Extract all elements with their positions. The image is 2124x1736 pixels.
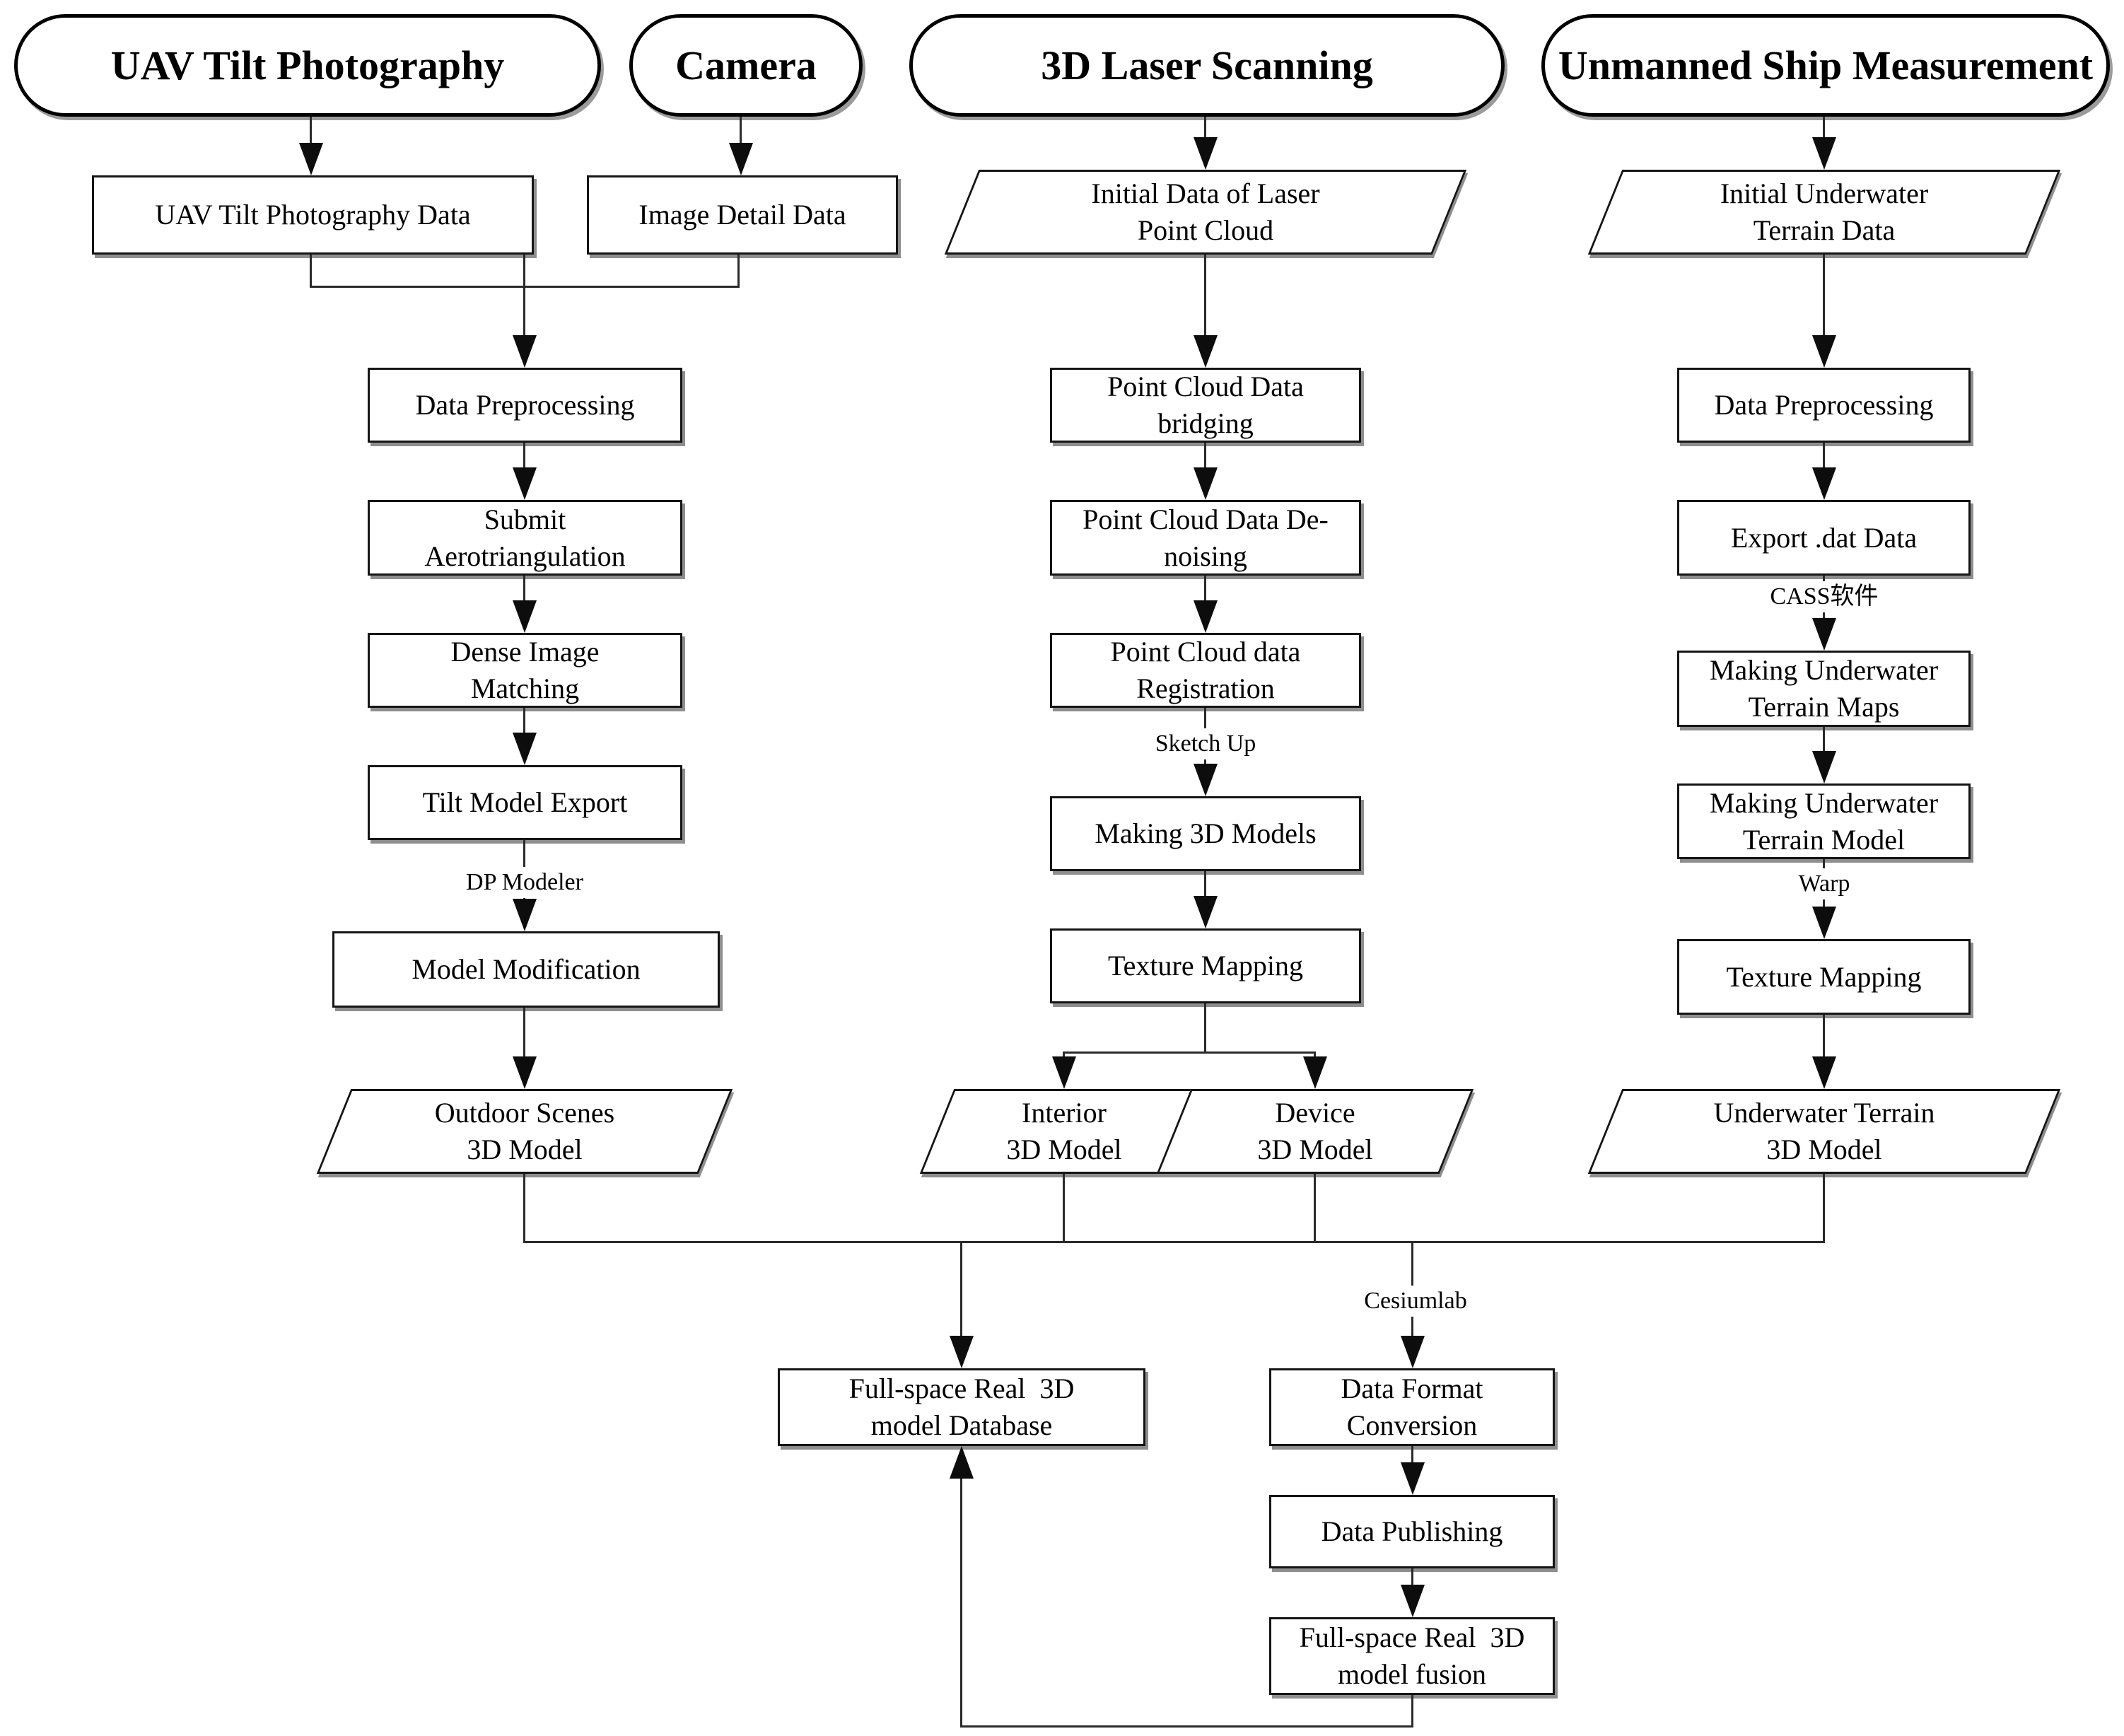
connector-line: [1823, 1174, 1825, 1243]
connector-line: [740, 117, 742, 146]
texture-mapping-laser-node: Texture Mapping: [1050, 928, 1361, 1003]
ship-header-terminator: Unmanned Ship Measurement: [1541, 14, 2110, 117]
arrow-down-icon: [299, 143, 323, 175]
connector-line: [1063, 1174, 1065, 1243]
connector-line: [1204, 576, 1206, 603]
ship-initial-data-node: Initial Underwater Terrain Data: [1587, 170, 2061, 255]
full-space-fusion-node: Full-space Real 3D model fusion: [1269, 1617, 1555, 1695]
connector-line: [1063, 1051, 1316, 1054]
bus-line: [523, 1241, 1825, 1243]
arrow-down-icon: [1194, 896, 1218, 928]
image-detail-node: Image Detail Data: [587, 175, 898, 255]
uav-preprocessing-node: Data Preprocessing: [368, 368, 682, 443]
arrow-down-icon: [1194, 764, 1218, 796]
arrow-down-icon: [513, 899, 537, 931]
sketch-up-label: Sketch Up: [1148, 728, 1264, 759]
underwater-model-node: Underwater Terrain 3D Model: [1587, 1089, 2061, 1174]
connector-line: [1314, 1174, 1316, 1243]
arrow-down-icon: [1812, 907, 1836, 939]
interior-model-node: Interior 3D Model: [919, 1089, 1209, 1174]
point-cloud-bridging-node: Point Cloud Data bridging: [1050, 368, 1361, 443]
arrow-down-icon: [1401, 1336, 1425, 1368]
connector-line: [1204, 443, 1206, 470]
connector-line: [1823, 443, 1825, 470]
connector-line: [960, 1241, 962, 1339]
point-cloud-denoising-node: Point Cloud Data De- noising: [1050, 500, 1361, 576]
tilt-model-export-node: Tilt Model Export: [368, 765, 682, 840]
connector-line: [1411, 1695, 1413, 1728]
uav-header-terminator: UAV Tilt Photography: [14, 14, 601, 117]
connector-line: [523, 255, 525, 338]
point-cloud-registration-node: Point Cloud data Registration: [1050, 633, 1361, 708]
connector-line: [310, 255, 312, 288]
connector-line: [1314, 1051, 1316, 1059]
outdoor-model-node: Outdoor Scenes 3D Model: [316, 1089, 733, 1174]
arrow-down-icon: [1401, 1462, 1425, 1495]
arrow-down-icon: [1812, 335, 1836, 368]
connector-line: [1823, 1015, 1825, 1059]
arrow-down-icon: [1812, 467, 1836, 500]
texture-mapping-ship-node: Texture Mapping: [1677, 939, 1971, 1015]
arrow-down-icon: [513, 733, 537, 765]
connector-line: [523, 1008, 525, 1059]
laser-header-terminator: 3D Laser Scanning: [909, 14, 1505, 117]
data-format-conversion-node: Data Format Conversion: [1269, 1368, 1555, 1446]
model-modification-node: Model Modification: [332, 931, 720, 1008]
connector-line: [310, 117, 312, 146]
connector-line: [1411, 1446, 1413, 1465]
arrow-down-icon: [1194, 467, 1218, 500]
terrain-maps-node: Making Underwater Terrain Maps: [1677, 651, 1971, 727]
arrow-down-icon: [1194, 600, 1218, 633]
connector-line: [1204, 871, 1206, 899]
connector-line: [960, 1479, 962, 1728]
arrow-down-icon: [1812, 137, 1836, 170]
arrow-down-icon: [1303, 1056, 1327, 1089]
connector-line: [1823, 117, 1825, 140]
arrow-down-icon: [1812, 1056, 1836, 1089]
connector-line: [523, 443, 525, 470]
arrow-down-icon: [1812, 618, 1836, 651]
connector-line: [1411, 1568, 1413, 1588]
arrow-down-icon: [1194, 137, 1218, 170]
cesiumlab-label: Cesiumlab: [1357, 1286, 1474, 1317]
export-dat-node: Export .dat Data: [1677, 500, 1971, 576]
cass-software-label: CASS软件: [1763, 581, 1886, 612]
connector-line: [523, 576, 525, 603]
data-publishing-node: Data Publishing: [1269, 1495, 1555, 1568]
connector-line: [1823, 727, 1825, 754]
arrow-down-icon: [1401, 1585, 1425, 1617]
connector-line: [1204, 1003, 1206, 1054]
making-3d-models-node: Making 3D Models: [1050, 796, 1361, 871]
terrain-model-node: Making Underwater Terrain Model: [1677, 783, 1971, 859]
connector-line: [1823, 255, 1825, 338]
dp-modeler-label: DP Modeler: [459, 867, 590, 898]
connector-line: [1204, 255, 1206, 338]
uav-data-node: UAV Tilt Photography Data: [92, 175, 534, 255]
connector-line: [1063, 1051, 1065, 1059]
arrow-down-icon: [513, 467, 537, 500]
connector-line: [1204, 117, 1206, 140]
arrow-up-icon: [950, 1446, 974, 1479]
full-space-database-node: Full-space Real 3D model Database: [778, 1368, 1145, 1446]
arrow-down-icon: [1812, 751, 1836, 783]
arrow-down-icon: [513, 335, 537, 368]
ship-preprocessing-node: Data Preprocessing: [1677, 368, 1971, 443]
connector-line: [523, 708, 525, 735]
arrow-down-icon: [513, 1056, 537, 1089]
submit-aerotriangulation-node: Submit Aerotriangulation: [368, 500, 682, 576]
connector-line: [737, 255, 740, 288]
arrow-down-icon: [729, 143, 753, 175]
arrow-down-icon: [513, 600, 537, 633]
connector-line: [960, 1725, 1413, 1728]
device-model-node: Device 3D Model: [1156, 1089, 1474, 1174]
arrow-down-icon: [1052, 1056, 1076, 1089]
warp-label: Warp: [1791, 868, 1857, 899]
connector-line: [523, 1174, 525, 1243]
arrow-down-icon: [1194, 335, 1218, 368]
arrow-down-icon: [950, 1336, 974, 1368]
camera-header-terminator: Camera: [629, 14, 863, 117]
dense-image-matching-node: Dense Image Matching: [368, 633, 682, 708]
laser-initial-data-node: Initial Data of Laser Point Cloud: [944, 170, 1467, 255]
